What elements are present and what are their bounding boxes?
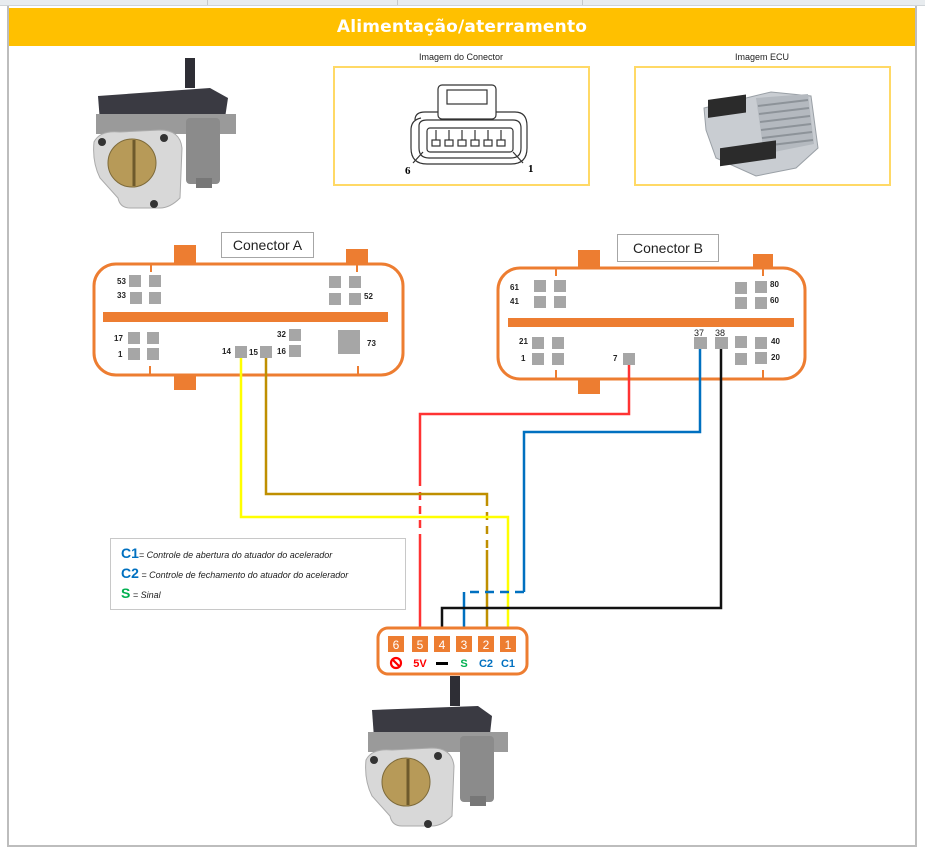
actuator-pin-2 <box>478 636 494 652</box>
conn-b-pin-7: 7 <box>613 354 618 363</box>
conn-a-pin-32: 32 <box>277 330 286 339</box>
prohibited-icon <box>389 656 403 670</box>
ground-icon <box>436 662 448 665</box>
conn-b-pin-37: 37 <box>694 328 704 338</box>
connector-pin-6-label: 6 <box>405 165 411 177</box>
conn-b-pin-61: 61 <box>510 283 519 292</box>
actuator-pin-4 <box>434 636 450 652</box>
wire-ground <box>440 349 723 640</box>
actuator-pin-5 <box>412 636 428 652</box>
actuator-pin-3 <box>456 636 472 652</box>
legend-item-c2: C2 = Controle de fechamento do atuador d… <box>121 565 348 581</box>
legend-key-s: S <box>121 585 131 601</box>
wire-5v <box>418 365 631 478</box>
ecu-image <box>634 66 891 186</box>
conn-a-pin-33: 33 <box>117 291 126 300</box>
conn-b-pin-80: 80 <box>770 280 779 289</box>
actuator-pin-label-signal: S <box>460 658 467 670</box>
wire-c2 <box>264 358 489 498</box>
actuator-pin-number-4: 4 <box>439 638 446 652</box>
legend: C1= Controle de abertura do atuador do a… <box>110 538 406 610</box>
legend-key-c1: C1 <box>121 545 139 561</box>
wire-c1 <box>239 358 510 640</box>
top-gridline <box>0 0 925 6</box>
conn-a-pin-73: 73 <box>367 339 376 348</box>
conn-a-pin-15: 15 <box>249 348 258 357</box>
conn-b-pin-20: 20 <box>771 353 780 362</box>
conn-b-pin-40: 40 <box>771 337 780 346</box>
actuator-pin-label-c1: C1 <box>501 658 515 670</box>
connector-b-title: Conector B <box>617 234 719 262</box>
conn-a-pin-1: 1 <box>118 350 123 359</box>
conn-b-pin-41: 41 <box>510 297 519 306</box>
connector-a: 53 33 17 1 52 32 14 15 16 73 <box>92 245 405 390</box>
conn-b-pin-21: 21 <box>519 337 528 346</box>
legend-item-s: S = Sinal <box>121 585 161 601</box>
connector-image-caption: Imagem do Conector <box>418 52 504 62</box>
legend-item-c1: C1= Controle de abertura do atuador do a… <box>121 545 332 561</box>
conn-a-pin-52: 52 <box>364 292 373 301</box>
page-title: Alimentação/aterramento <box>9 8 915 46</box>
throttle-body-image-top <box>93 58 236 209</box>
throttle-body-image-bottom <box>365 676 508 828</box>
wire-signal <box>522 349 702 592</box>
legend-text-c1: = Controle de abertura do atuador do ace… <box>138 550 333 560</box>
legend-text-c2: = Controle de fechamento do atuador do a… <box>138 570 349 580</box>
conn-b-pin-60: 60 <box>770 296 779 305</box>
connector-b: 61 41 21 1 7 37 38 80 60 40 20 <box>496 250 807 394</box>
actuator-pin-6 <box>388 636 404 652</box>
actuator-pin-label-5v: 5V <box>413 658 427 670</box>
connector-pin-1-label: 1 <box>528 163 534 175</box>
conn-a-pin-53: 53 <box>117 277 126 286</box>
conn-b-pin-38: 38 <box>715 328 725 338</box>
actuator-pin-label-c2: C2 <box>479 658 493 670</box>
actuator-pin-number-6: 6 <box>393 638 400 652</box>
conn-b-pin-1: 1 <box>521 354 526 363</box>
actuator-pin-number-2: 2 <box>483 638 490 652</box>
ecu-image-caption: Imagem ECU <box>734 52 789 62</box>
actuator-pin-1 <box>500 636 516 652</box>
conn-a-pin-14: 14 <box>222 347 231 356</box>
actuator-pin-number-5: 5 <box>417 638 424 652</box>
conn-a-pin-17: 17 <box>114 334 123 343</box>
connector-image: 6 1 <box>333 66 590 186</box>
legend-text-s: = Sinal <box>130 590 161 600</box>
actuator-pin-number-3: 3 <box>461 638 468 652</box>
connector-a-title: Conector A <box>221 232 314 258</box>
actuator-pin-number-1: 1 <box>505 638 512 652</box>
conn-a-pin-16: 16 <box>277 347 286 356</box>
legend-key-c2: C2 <box>121 565 139 581</box>
ecu-drawing <box>703 91 819 177</box>
connector-plug-drawing: 6 1 <box>405 84 534 177</box>
prohibited-icon-slash <box>391 658 401 668</box>
actuator-connector: 6 5 5V 4 3S 2C2 1C1 <box>376 626 529 676</box>
